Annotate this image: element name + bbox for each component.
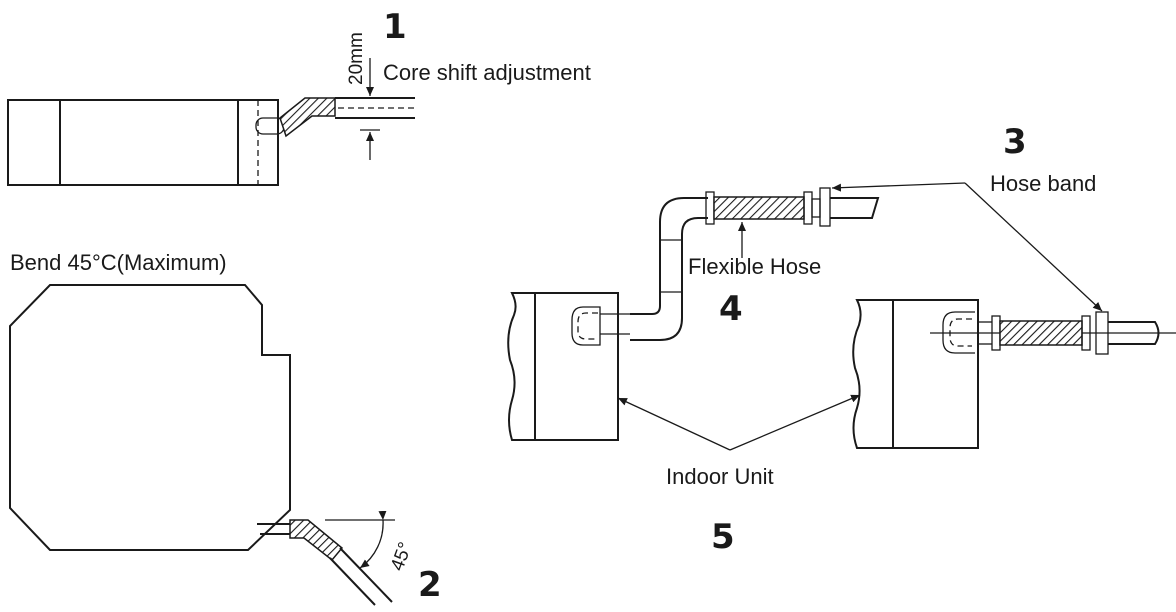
- figure-core-shift: 20mm Core shift adjustment 1: [7, 7, 591, 186]
- figure-number-4: 4: [719, 289, 743, 329]
- flexible-hose-top: [713, 196, 805, 220]
- figure-number-3: 3: [1003, 122, 1027, 162]
- indoor-unit-left: [507, 292, 630, 441]
- flexible-hose-label: Flexible Hose: [688, 254, 821, 279]
- figure-hose-installation: 3 Hose band Flexible Hose 4 Indoor Unit …: [507, 122, 1176, 557]
- core-shift-label: Core shift adjustment: [383, 60, 591, 85]
- flexible-hose-right: [999, 320, 1083, 346]
- figure-number-1: 1: [383, 7, 407, 47]
- figure-number-5: 5: [711, 517, 735, 557]
- indoor-unit-label: Indoor Unit: [666, 464, 774, 489]
- indoor-unit-right: [852, 299, 1176, 449]
- flexible-hose-bent: [289, 519, 344, 562]
- hose-band-top: [819, 187, 831, 227]
- hose-band-label: Hose band: [990, 171, 1096, 196]
- bend-label: Bend 45°C(Maximum): [10, 250, 227, 275]
- dimension-label: 20mm: [346, 32, 367, 85]
- figure-bend: Bend 45°C(Maximum) 45° 2: [9, 250, 442, 606]
- riser-pipe: [630, 197, 708, 315]
- unit-body-octagon: [9, 284, 291, 551]
- figure-number-2: 2: [418, 565, 442, 605]
- hose-band-right: [1095, 311, 1109, 355]
- angle-label: 45°: [387, 540, 417, 574]
- flexible-hose-shifted: [279, 97, 336, 138]
- unit-body-top: [7, 99, 279, 186]
